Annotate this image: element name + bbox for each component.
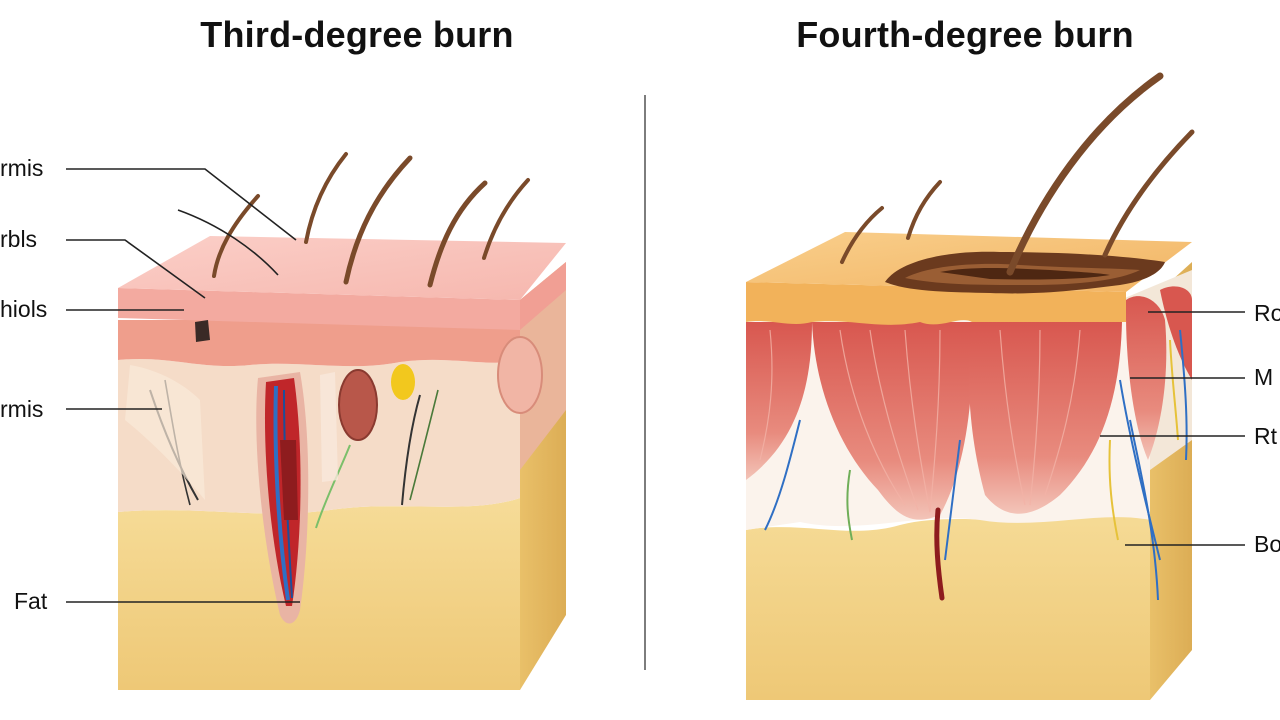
- muscle-bundle: [968, 322, 1122, 514]
- label-left-4: rmis: [0, 396, 44, 422]
- label-left-fat: Fat: [14, 588, 48, 614]
- panel-title-third-degree: Third-degree burn: [200, 14, 514, 55]
- third-degree-block: [66, 152, 566, 690]
- hair: [1006, 72, 1164, 276]
- block-top-face: [118, 236, 566, 300]
- hair: [840, 206, 884, 264]
- muscle-bundle: [812, 322, 973, 520]
- bone-layer: [746, 500, 1150, 700]
- hair: [304, 152, 348, 244]
- leader-line: [66, 239, 206, 299]
- fat-layer: [118, 498, 520, 690]
- label-right-3: Rt: [1254, 423, 1277, 449]
- label-right-1: Ro: [1254, 300, 1280, 326]
- label-right-4: Bo: [1254, 531, 1280, 557]
- label-left-3: hiols: [0, 296, 48, 322]
- damaged-vessel: [934, 507, 945, 601]
- label-left-2: rbls: [0, 226, 38, 252]
- hair: [343, 155, 413, 285]
- label-right-2: M: [1254, 364, 1274, 390]
- leader-line: [66, 168, 297, 241]
- hair: [427, 180, 488, 288]
- panel-divider: [644, 95, 646, 670]
- fourth-degree-block: [746, 72, 1245, 700]
- leader-line: [177, 209, 279, 276]
- sweat-gland: [391, 364, 415, 400]
- hair: [906, 180, 942, 240]
- muscle-bundle: [746, 322, 812, 480]
- eschar-mark: [195, 320, 210, 342]
- sebaceous-gland: [338, 369, 378, 441]
- hair: [482, 178, 530, 260]
- panel-title-fourth-degree: Fourth-degree burn: [796, 14, 1134, 55]
- epidermis-layer: [118, 288, 520, 330]
- label-left-1: rmis: [0, 155, 44, 181]
- hair: [1102, 129, 1195, 258]
